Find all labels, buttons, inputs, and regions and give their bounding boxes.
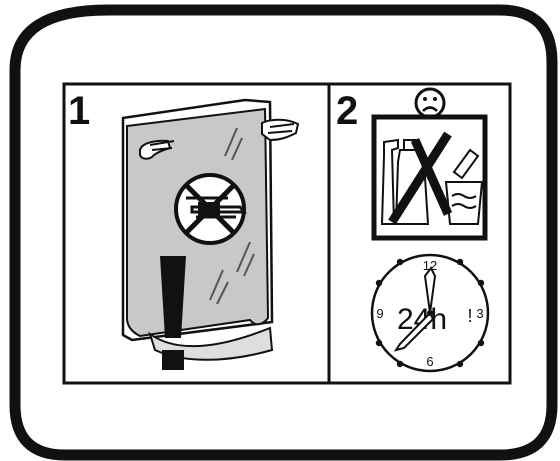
panel-1-number: 1 bbox=[68, 89, 90, 133]
panel-2-number: 2 bbox=[336, 89, 358, 133]
clock-icon: 12 3 6 9 24h ! bbox=[372, 255, 488, 371]
clock-numeral-3: 3 bbox=[476, 306, 483, 321]
clock-numeral-9: 9 bbox=[376, 306, 383, 321]
clock-warning-mark: ! bbox=[467, 306, 472, 326]
clock-numeral-6: 6 bbox=[426, 354, 433, 369]
sad-face-icon bbox=[416, 89, 444, 117]
no-cleaning-products-icon bbox=[374, 117, 485, 238]
no-cleaning-spray-icon bbox=[176, 175, 244, 243]
exclamation-icon bbox=[160, 256, 186, 370]
